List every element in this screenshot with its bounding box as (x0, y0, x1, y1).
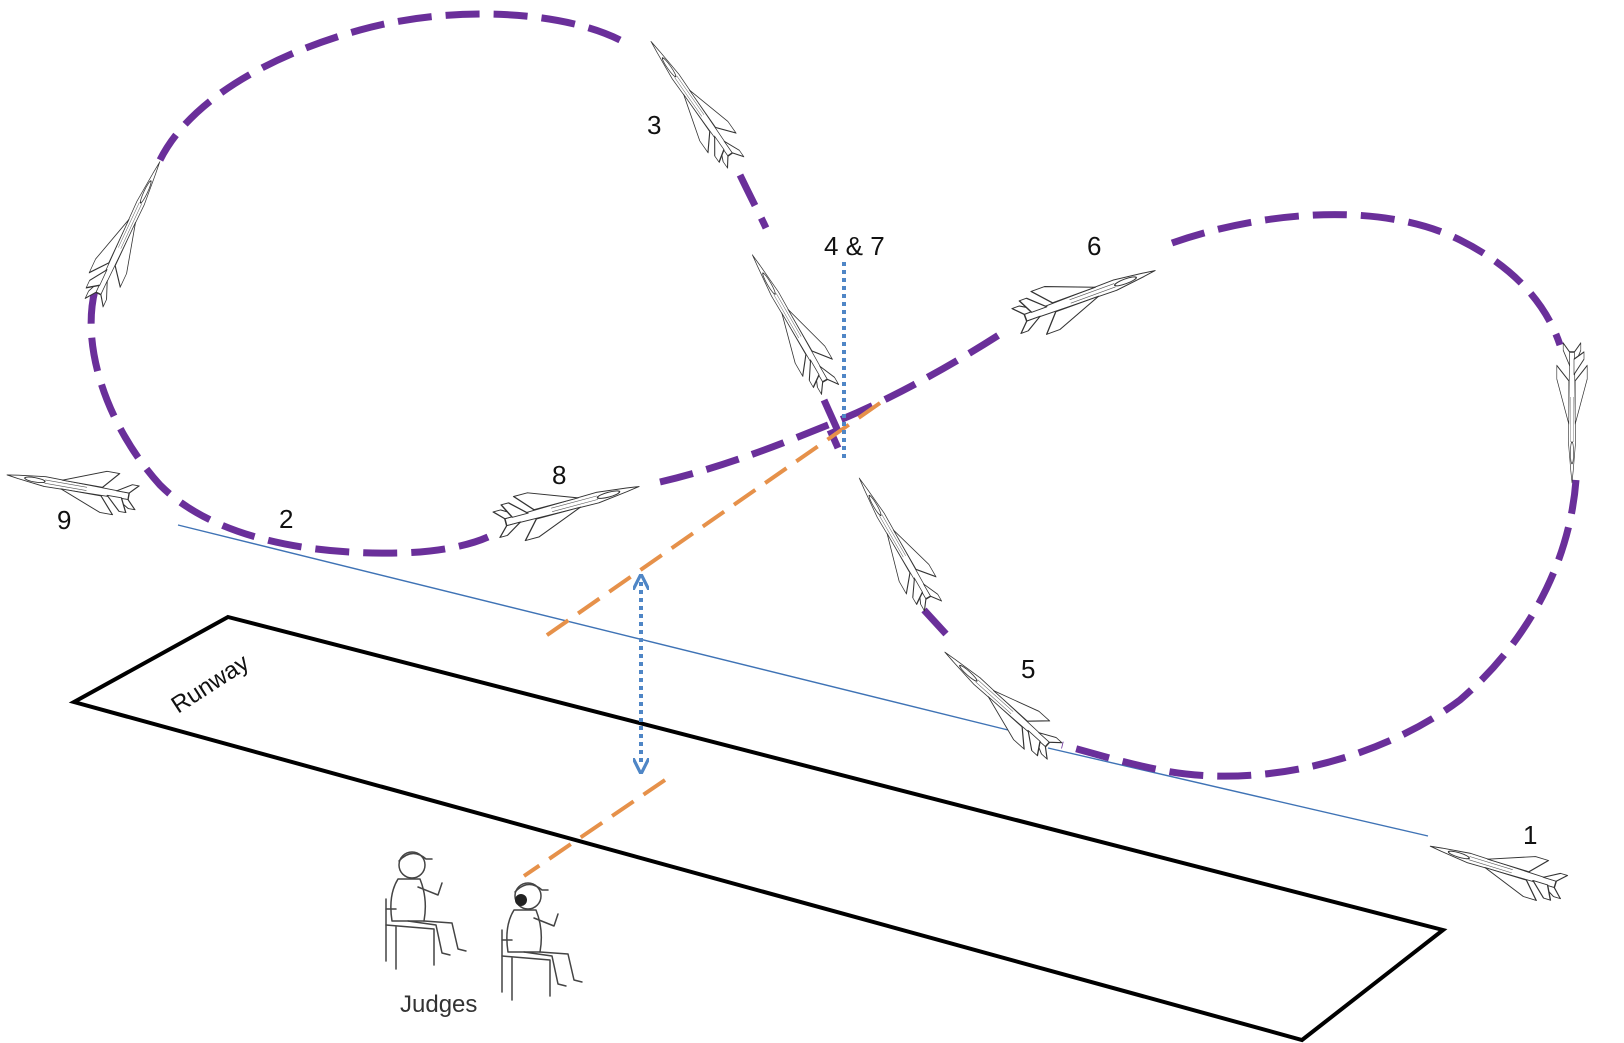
aircraft-position-8 (489, 463, 646, 548)
fighter-jet-icon (1556, 342, 1588, 484)
fighter-jet-icon (77, 154, 176, 311)
position-label-9: 9 (57, 505, 71, 535)
position-label-1: 1 (1523, 820, 1537, 850)
seated-judge-icon (501, 882, 583, 1001)
fighter-jet-icon (843, 469, 949, 616)
aircraft-position-3 (636, 31, 751, 173)
judge-sight-line (522, 401, 882, 878)
runway-label: Runway (167, 649, 254, 719)
position-label-4-and-7: 4 & 7 (824, 231, 885, 261)
fighter-jet-icon (1008, 248, 1164, 344)
fighter-jet-icon (636, 31, 751, 173)
aircraft-position-1 (1423, 825, 1571, 908)
fighter-jet-icon (931, 637, 1068, 766)
seated-judge-icon (385, 851, 467, 970)
aircraft-position-descending (843, 469, 949, 616)
position-label-3: 3 (647, 110, 661, 140)
fighter-jet-icon (736, 245, 846, 399)
runway-outline (68, 614, 1448, 1043)
aircraft-position-left-climb (77, 154, 176, 311)
position-label-6: 6 (1087, 231, 1101, 261)
position-label-8: 8 (552, 460, 566, 490)
position-label-2: 2 (279, 504, 293, 534)
ground-track-line (177, 524, 1009, 731)
position-label-5: 5 (1021, 654, 1035, 684)
aircraft-position-9 (2, 453, 142, 520)
fighter-jet-icon (2, 453, 142, 520)
fighter-jet-icon (489, 463, 646, 548)
aircraft-position-6 (1008, 248, 1164, 344)
aircraft-position-right-turn (1556, 342, 1588, 484)
fighter-jet-icon (1423, 825, 1571, 908)
flight-path (87, 10, 1580, 780)
aircraft-position-4-7 (736, 245, 846, 399)
judge-right (501, 882, 583, 1001)
ground-track-line-exit (1047, 747, 1429, 837)
judge-headset-icon (515, 894, 527, 906)
judges-label: Judges (400, 991, 477, 1018)
aircraft-position-5 (931, 637, 1068, 766)
judge-left (385, 851, 467, 970)
